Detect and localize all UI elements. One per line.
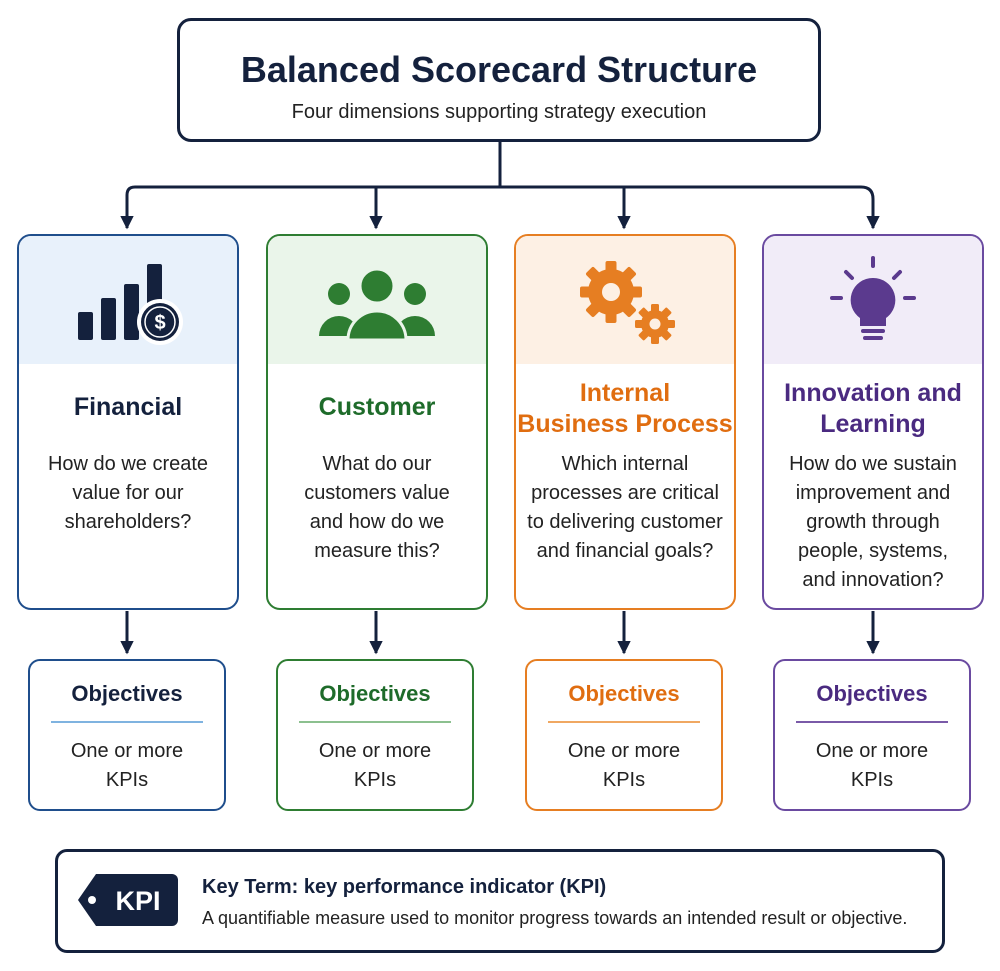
question-line: improvement and xyxy=(795,482,951,504)
key-term-description: A quantifiable measure used to monitor p… xyxy=(202,908,908,928)
key-term-title: Key Term: key performance indicator (KPI… xyxy=(202,876,607,898)
dimension-innovation-learning: Innovation and Learning How do we sustai… xyxy=(762,234,984,610)
objectives-detail-line: KPIs xyxy=(353,769,397,791)
objectives-internal-process: Objectives One or more KPIs xyxy=(525,659,723,811)
objectives-divider xyxy=(299,721,451,723)
question-line: How do we create xyxy=(47,453,209,475)
objectives-detail-line: One or more xyxy=(318,740,432,762)
dimension-question: How do we sustain improvement and growth… xyxy=(764,450,982,595)
objectives-detail: One or more KPIs xyxy=(30,737,224,795)
dimension-name: Internal Business Process xyxy=(516,378,734,440)
key-term-box: KPI Key Term: key performance indicator … xyxy=(55,849,945,953)
bar-chart-dollar-icon: $ xyxy=(78,264,183,345)
dimension-name-line: Business Process xyxy=(517,410,733,438)
objectives-divider xyxy=(548,721,700,723)
dimension-name: Financial xyxy=(19,392,237,423)
objectives-divider xyxy=(51,721,203,723)
objectives-detail: One or more KPIs xyxy=(775,737,969,795)
objectives-heading: Objectives xyxy=(71,681,183,706)
dimension-header: $ xyxy=(19,236,237,364)
question-line: shareholders? xyxy=(64,511,192,533)
dimension-name-line: Internal xyxy=(579,379,671,407)
dimension-name-line: Learning xyxy=(820,410,926,438)
gears-icon xyxy=(580,261,675,344)
question-line: measure this? xyxy=(314,540,440,562)
dimension-name-line: Financial xyxy=(73,393,183,421)
objectives-detail-line: KPIs xyxy=(105,769,149,791)
objectives-customer: Objectives One or more KPIs xyxy=(276,659,474,811)
dimension-internal-process: Internal Business Process Which internal… xyxy=(514,234,736,610)
objectives-detail-line: KPIs xyxy=(850,769,894,791)
question-line: to delivering customer xyxy=(527,511,723,533)
svg-text:$: $ xyxy=(154,312,165,334)
question-line: and innovation? xyxy=(802,569,944,591)
objectives-heading: Objectives xyxy=(816,681,928,706)
question-line: What do our xyxy=(322,453,432,475)
question-line: Which internal xyxy=(561,453,689,475)
dimension-customer: Customer What do our customers value and… xyxy=(266,234,488,610)
lightbulb-icon xyxy=(830,256,916,340)
objectives-divider xyxy=(796,721,948,723)
question-line: customers value xyxy=(304,482,450,504)
dimension-name-line: Customer xyxy=(318,393,436,421)
dimension-name-line: Innovation and xyxy=(784,379,962,407)
title-box: Balanced Scorecard Structure Four dimens… xyxy=(177,18,821,142)
dimension-header xyxy=(516,236,734,364)
question-line: and how do we xyxy=(309,511,445,533)
objectives-detail: One or more KPIs xyxy=(278,737,472,795)
objectives-financial: Objectives One or more KPIs xyxy=(28,659,226,811)
dimension-name: Customer xyxy=(268,392,486,423)
dimension-name: Innovation and Learning xyxy=(764,378,982,440)
question-line: growth through xyxy=(806,511,940,533)
diagram-title: Balanced Scorecard Structure xyxy=(240,49,758,90)
kpi-tag-icon: KPI xyxy=(78,874,178,926)
question-line: processes are critical xyxy=(531,482,719,504)
dimension-header xyxy=(268,236,486,364)
branch-line xyxy=(135,185,875,200)
question-line: people, systems, xyxy=(797,540,949,562)
dimension-header xyxy=(764,236,982,364)
objectives-detail-line: One or more xyxy=(70,740,184,762)
objectives-innovation-learning: Objectives One or more KPIs xyxy=(773,659,971,811)
kpi-badge-label: KPI xyxy=(115,886,160,916)
objectives-heading: Objectives xyxy=(568,681,680,706)
dimension-question: How do we create value for our sharehold… xyxy=(19,450,237,537)
objectives-detail-line: One or more xyxy=(815,740,929,762)
objectives-detail: One or more KPIs xyxy=(527,737,721,795)
objectives-heading: Objectives xyxy=(319,681,431,706)
branch-corner-left xyxy=(125,185,136,196)
dimension-financial: $ Financial How do we create value for o… xyxy=(17,234,239,610)
objectives-detail-line: One or more xyxy=(567,740,681,762)
diagram-subtitle: Four dimensions supporting strategy exec… xyxy=(291,101,707,123)
question-line: How do we sustain xyxy=(789,453,957,475)
question-line: value for our xyxy=(72,482,184,504)
question-line: and financial goals? xyxy=(536,540,714,562)
objectives-detail-line: KPIs xyxy=(602,769,646,791)
dimension-question: Which internal processes are critical to… xyxy=(516,450,734,566)
people-group-icon xyxy=(319,267,435,342)
dimension-question: What do our customers value and how do w… xyxy=(268,450,486,566)
